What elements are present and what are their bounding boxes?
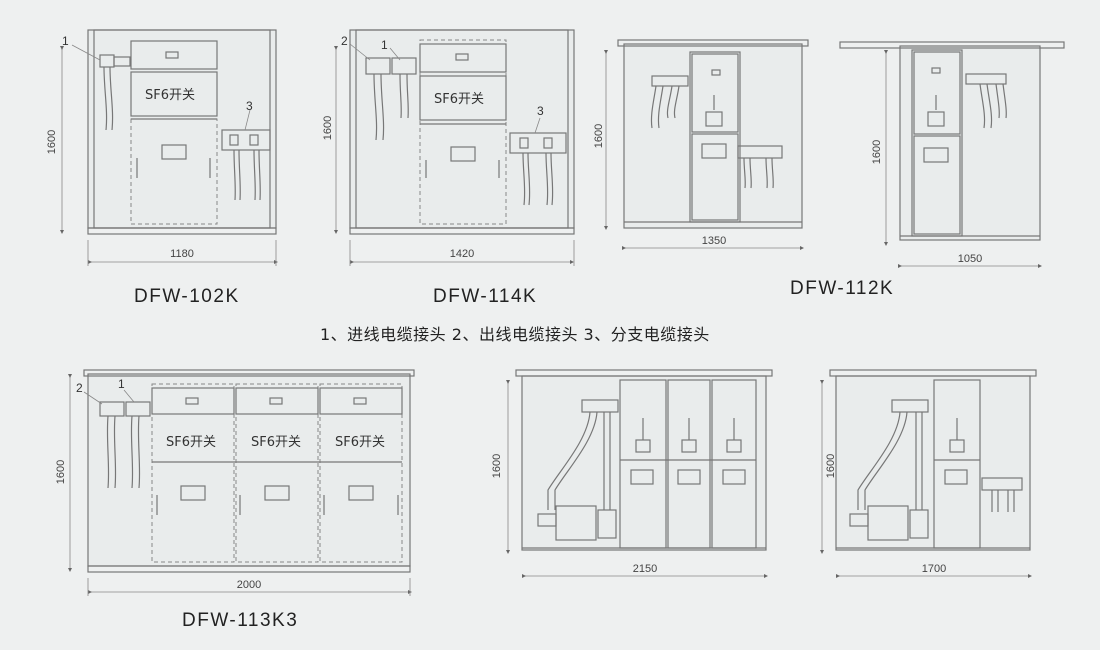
cabinet-dfw-113k3: SF6开关 SF6开关 SF6开关 2 1 1600 2000 — [55, 369, 415, 596]
height-dim: 1600 — [46, 130, 58, 154]
width-dim: 1050 — [958, 253, 982, 265]
legend: 1、进线电缆接头 2、出线电缆接头 3、分支电缆接头 — [320, 325, 710, 344]
sf6-label-3: SF6开关 — [335, 435, 385, 450]
callout-1: 1 — [381, 38, 388, 52]
height-dim: 1600 — [322, 116, 334, 140]
height-dim: 1600 — [55, 460, 67, 484]
width-dim: 1700 — [922, 563, 946, 575]
cabinet-dfw-112k-b: 1600 1050 — [839, 41, 1065, 268]
width-dim: 1180 — [170, 248, 194, 260]
callout-3: 3 — [537, 104, 544, 118]
cabinet-2150: 1600 2150 — [491, 369, 773, 578]
sf6-label: SF6开关 — [145, 88, 195, 103]
cabinet-1700: 1600 1700 — [820, 369, 1037, 578]
height-dim: 1600 — [491, 454, 503, 478]
cabinet-dfw-112k-a: 1600 1350 — [593, 39, 809, 250]
height-dim: 1600 — [871, 140, 883, 164]
callout-3: 3 — [246, 99, 253, 113]
model-label-dfw-112k: DFW-112K — [790, 278, 895, 299]
model-label-dfw-114k: DFW-114K — [433, 286, 538, 307]
width-dim: 1420 — [450, 248, 474, 260]
width-dim: 2000 — [237, 579, 261, 591]
callout-1: 1 — [118, 377, 125, 391]
callout-2: 2 — [341, 34, 348, 48]
height-dim: 1600 — [825, 454, 837, 478]
sf6-label-1: SF6开关 — [166, 435, 216, 450]
model-label-dfw-113k3: DFW-113K3 — [182, 610, 299, 631]
width-dim: 1350 — [702, 235, 726, 247]
model-label-dfw-102k: DFW-102K — [134, 286, 240, 307]
width-dim: 2150 — [633, 563, 657, 575]
callout-1: 1 — [62, 34, 69, 48]
height-dim: 1600 — [593, 124, 605, 148]
cabinet-dfw-114k: SF6开关 2 1 3 1600 1420 — [322, 29, 575, 266]
sf6-label-2: SF6开关 — [251, 435, 301, 450]
sf6-label: SF6开关 — [434, 92, 484, 107]
callout-2: 2 — [76, 381, 83, 395]
cabinet-dfw-102k: SF6开关 1 3 1600 1180 — [46, 29, 278, 266]
